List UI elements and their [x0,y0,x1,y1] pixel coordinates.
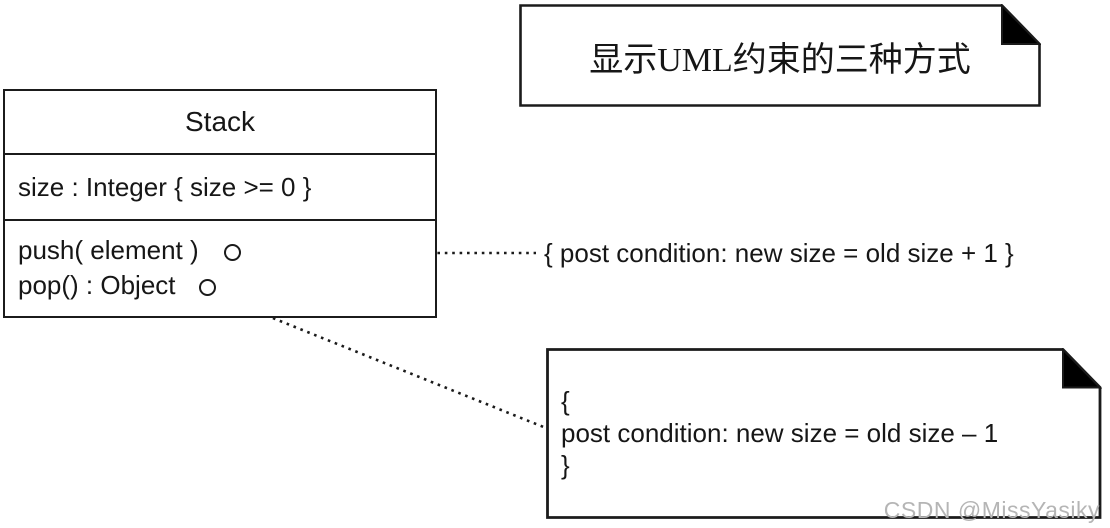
operation-push: push( element ) [18,235,199,265]
note-fold-corner [1001,4,1041,45]
note-outline [519,4,1041,107]
note-outline [546,348,1102,519]
watermark: CSDN @MissYasiky [883,497,1100,523]
push-constraint-anchor-circle [224,244,241,261]
operation-pop: pop() : Object [18,270,176,300]
title-note: 显示UML约束的三种方式 [519,4,1041,107]
pop-note-close-brace: } [561,450,570,480]
pop-constraint-anchor-circle [199,279,216,296]
title-note-text: 显示UML约束的三种方式 [589,42,971,79]
class-box-stack: Stack size : Integer { size >= 0 } push(… [3,89,437,318]
pop-note-open-brace: { [561,386,570,416]
push-postcondition-text: { post condition: new size = old size + … [544,238,1014,268]
pop-note-condition: post condition: new size = old size – 1 [561,418,999,448]
note-fold-corner [1062,348,1102,389]
pop-postcondition-note: { post condition: new size = old size – … [546,348,1102,519]
class-attribute-size: size : Integer { size >= 0 } [5,155,435,221]
class-name: Stack [5,91,435,155]
pop-postcondition-note-text: { post condition: new size = old size – … [561,385,998,481]
class-operations-compartment: push( element ) pop() : Object [5,221,435,316]
